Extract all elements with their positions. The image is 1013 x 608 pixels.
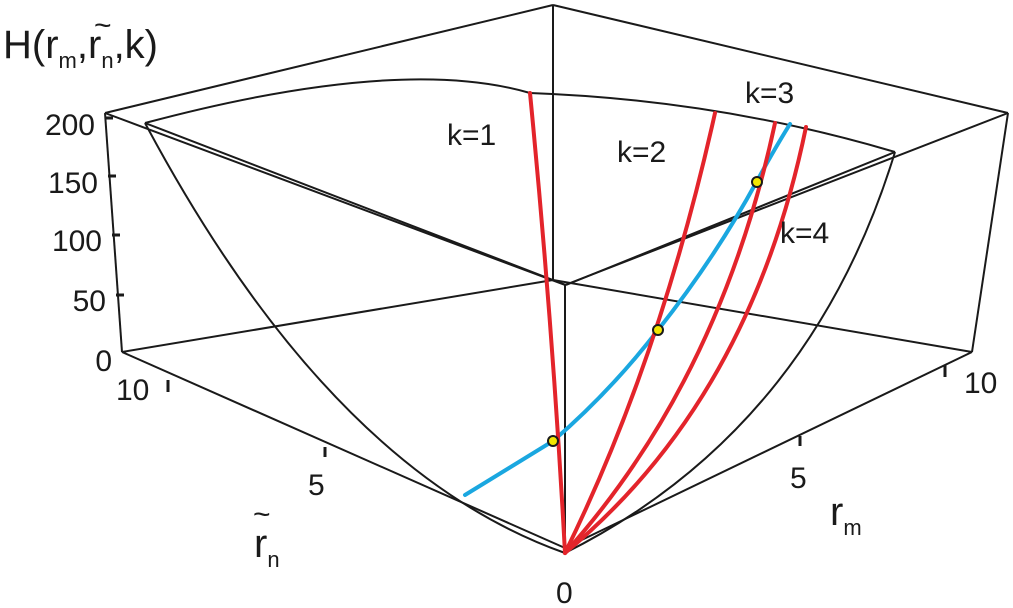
k2-curve (563, 111, 717, 555)
label-k4: k=4 (780, 217, 829, 250)
rn-axis-title: ~ rn (253, 498, 280, 572)
z-label-0: 0 (95, 345, 112, 378)
svg-text:rm: rm (830, 490, 862, 540)
rn-tilde: ~ (253, 498, 271, 531)
frame-left-vertical (104, 112, 123, 353)
frame-bottom-front-right (564, 351, 973, 549)
svg-text:rn: rn (254, 522, 280, 572)
title-tilde-r: r (88, 23, 101, 67)
z-label-150: 150 (48, 167, 98, 200)
frame-top-front-left (104, 112, 566, 286)
rm-label-10: 10 (964, 367, 997, 400)
plot-title: H(rm,rn,k) ~ (3, 9, 158, 73)
rm-label-5: 5 (790, 462, 807, 495)
rim-front-right (565, 151, 896, 286)
rn-label-10: 10 (116, 374, 149, 407)
marker-k1 (547, 435, 559, 447)
rim-front-left (144, 122, 567, 286)
k1-curve (528, 91, 567, 555)
title-tilde: ~ (94, 9, 112, 42)
origin-label: 0 (556, 577, 573, 608)
left-parabola (144, 122, 566, 554)
frame-top-left-edge (104, 4, 554, 114)
frame-right-vertical (971, 112, 1009, 353)
k-curves (528, 91, 808, 555)
marker-k2 (652, 324, 664, 336)
z-label-200: 200 (45, 109, 95, 142)
k4-curve (563, 125, 808, 555)
intersection-markers (547, 176, 763, 447)
z-label-100: 100 (52, 225, 102, 258)
label-k1: k=1 (447, 119, 496, 152)
frame-top-right-edge (552, 4, 1009, 114)
z-tick-labels: 200 150 100 50 0 (45, 109, 112, 378)
frame-bottom-back-left (121, 279, 554, 353)
rm-axis-title: rm (830, 490, 862, 540)
surface-outline (144, 78, 896, 554)
k3-curve (563, 121, 777, 555)
tick-marks (105, 116, 947, 457)
frame-bottom-front-left (121, 351, 566, 549)
marker-k3 (751, 176, 763, 188)
rn-label-5: 5 (308, 469, 325, 502)
label-k3: k=3 (745, 77, 794, 110)
right-parabola (564, 151, 896, 554)
z-label-50: 50 (73, 285, 106, 318)
blue-curve (463, 122, 792, 497)
box-frame (104, 4, 1009, 549)
frame-bottom-back-right (552, 279, 973, 353)
label-k2: k=2 (617, 136, 666, 169)
svg-text:H(rm,rn,k): H(rm,rn,k) (3, 23, 158, 73)
